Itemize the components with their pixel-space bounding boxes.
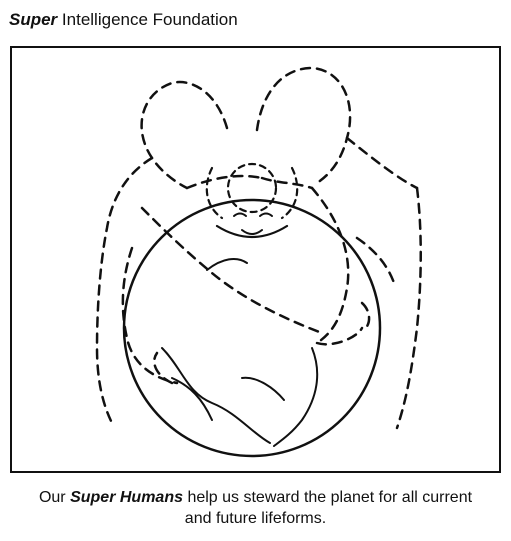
two-figures-hugging-earth-icon: [95, 66, 422, 458]
brand-rest: Intelligence Foundation: [61, 10, 238, 29]
caption-line1-rest: help us steward the planet for all curre…: [183, 489, 473, 506]
illustration-frame: [10, 46, 501, 473]
caption-line-2: and future lifeforms.: [184, 510, 327, 527]
brand-super: Super: [9, 10, 58, 29]
caption: Our Super Humans help us steward the pla…: [0, 487, 511, 529]
caption-line-1: Our Super Humans help us steward the pla…: [0, 487, 511, 508]
foundation-title: Super Intelligence Foundation: [9, 9, 238, 31]
caption-emphasis: Super Humans: [70, 489, 183, 506]
caption-prefix: Our: [38, 489, 71, 506]
